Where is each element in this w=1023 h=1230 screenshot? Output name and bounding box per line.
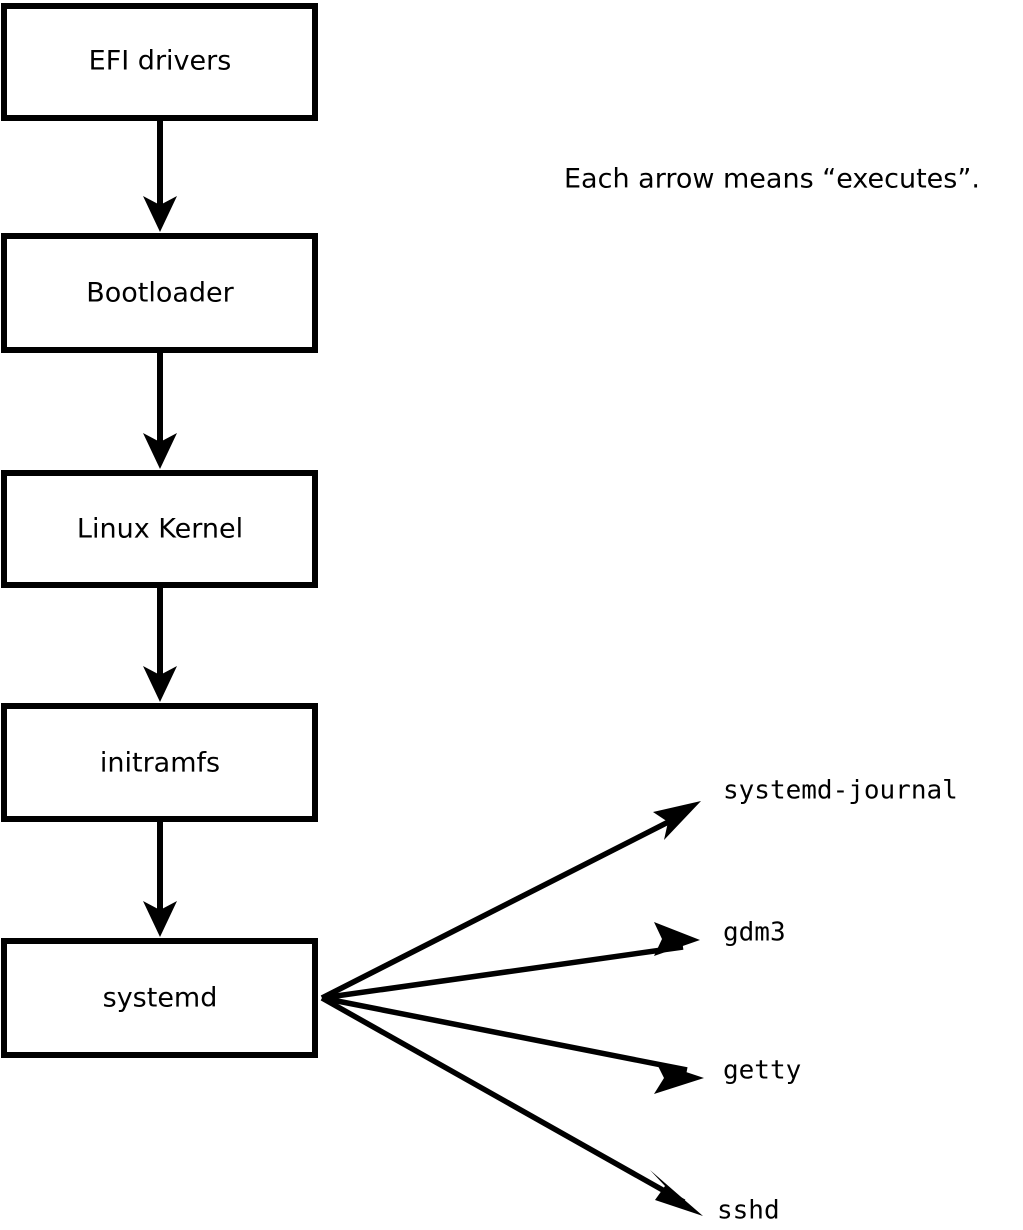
edge-systemd-to-gdm3 [321,922,700,1001]
arrowhead-icon [653,801,701,840]
node-box[interactable] [1,233,318,353]
edge-line [321,944,684,1001]
edge-line [320,995,686,1205]
arrowhead-icon [143,901,177,937]
diagram-caption: Each arrow means “executes”. [564,164,980,195]
arrowhead-icon [143,433,177,469]
node-label: Linux Kernel [77,514,243,545]
fanout-labels-group: systemd-journal gdm3 getty sshd [717,776,958,1226]
edge-kernel-to-initramfs [143,588,177,702]
node-box[interactable] [1,3,318,121]
leaf-label-systemd-journal[interactable]: systemd-journal [723,776,958,806]
node-label: EFI drivers [89,46,232,77]
edge-line [320,811,686,1001]
node-label: initramfs [100,748,220,779]
arrowhead-icon [654,922,700,956]
node-label: systemd [103,983,218,1014]
edge-systemd-to-systemd-journal [320,801,701,1001]
arrowhead-icon [143,196,177,232]
node-box[interactable] [1,703,318,822]
edge-systemd-to-sshd [320,995,703,1216]
node-bootloader[interactable]: Bootloader [1,233,318,353]
node-systemd[interactable]: systemd [1,938,318,1058]
edge-initramfs-to-systemd [143,822,177,937]
arrowhead-icon [654,1062,704,1094]
fanout-edges-group [320,801,704,1216]
node-box[interactable] [1,470,318,588]
node-efi-drivers[interactable]: EFI drivers [1,3,318,121]
arrowhead-icon [650,1170,703,1216]
edge-efi-to-bootloader [143,118,177,232]
leaf-label-getty[interactable]: getty [723,1056,801,1086]
node-box[interactable] [1,938,318,1058]
node-label: Bootloader [86,278,234,309]
leaf-label-sshd[interactable]: sshd [717,1196,780,1226]
edge-bootloader-to-kernel [143,353,177,469]
edge-systemd-to-getty [321,995,704,1094]
edge-line [321,995,688,1073]
arrowhead-icon [143,666,177,702]
leaf-label-gdm3[interactable]: gdm3 [723,918,786,948]
chain-nodes-group: EFI drivers Bootloader Linux Kernel init… [1,3,318,1058]
node-linux-kernel[interactable]: Linux Kernel [1,470,318,588]
chain-edges-group [143,118,177,937]
node-initramfs[interactable]: initramfs [1,703,318,822]
